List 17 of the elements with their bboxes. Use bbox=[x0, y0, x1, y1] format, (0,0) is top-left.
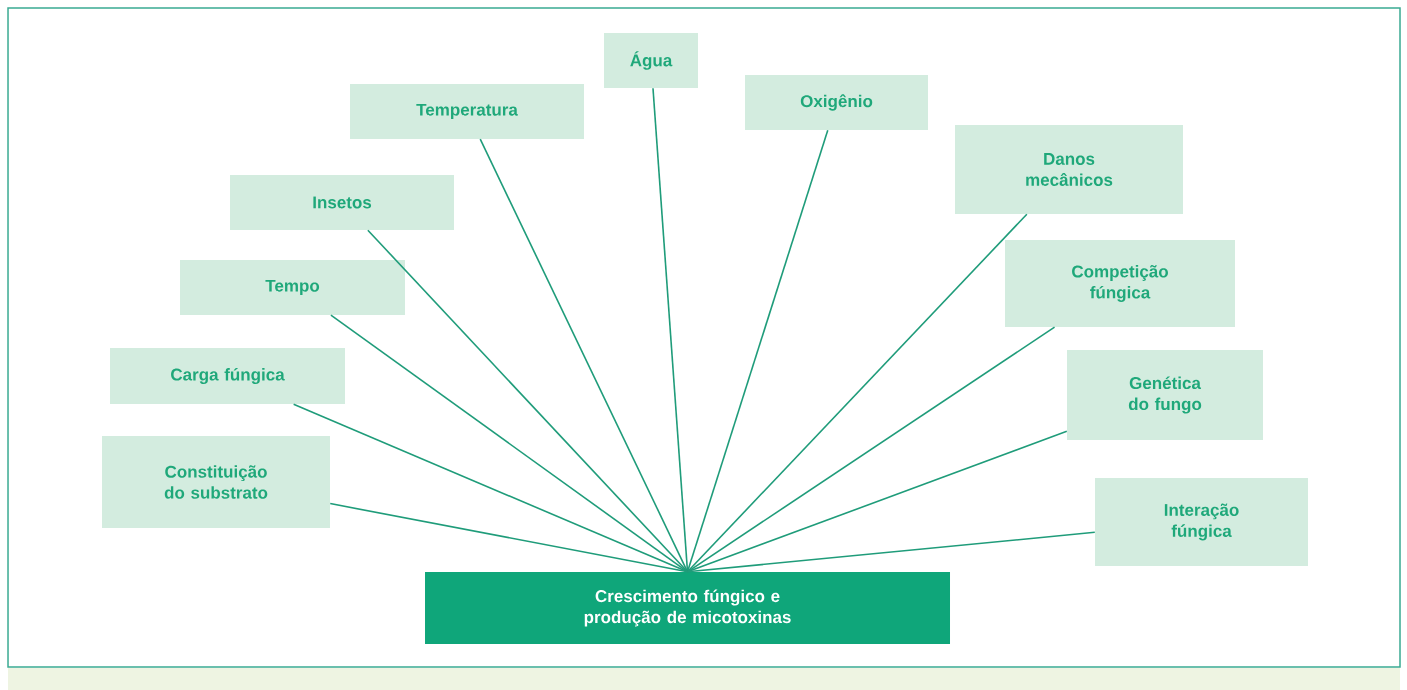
factor-box: Temperatura bbox=[350, 84, 584, 139]
factor-box: Genética do fungo bbox=[1067, 350, 1263, 440]
connector-line bbox=[686, 326, 1056, 573]
connector-line bbox=[329, 502, 689, 573]
connector-line bbox=[686, 531, 1096, 573]
factor-box: Danos mecânicos bbox=[955, 125, 1183, 214]
factor-box: Oxigênio bbox=[745, 75, 928, 130]
factor-box: Constituição do substrato bbox=[102, 436, 330, 528]
factor-box: Carga fúngica bbox=[110, 348, 345, 404]
factor-box: Tempo bbox=[180, 260, 405, 315]
factor-box: Insetos bbox=[230, 175, 454, 230]
connector-line bbox=[686, 129, 829, 573]
factor-box: Competição fúngica bbox=[1005, 240, 1235, 327]
result-box: Crescimento fúngico e produção de micotoxinas bbox=[425, 572, 950, 644]
connector-line bbox=[479, 138, 689, 573]
factor-box: Interação fúngica bbox=[1095, 478, 1308, 566]
factor-box: Água bbox=[604, 33, 698, 88]
